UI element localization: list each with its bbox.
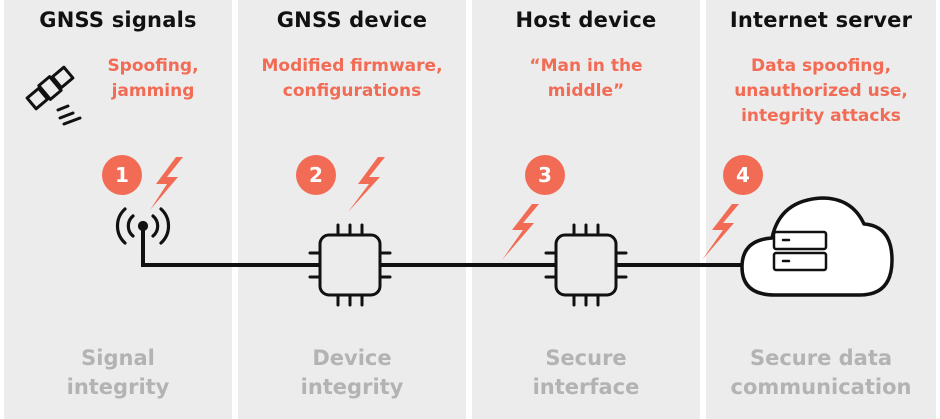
- footer-label: Signal integrity: [66, 346, 170, 399]
- column-title: Host device: [515, 8, 657, 32]
- lightning-icon: [702, 204, 739, 260]
- column-host-device: Host device “Man in the middle” Secure i…: [472, 0, 700, 419]
- step-badge-4: 4: [723, 155, 763, 195]
- step-badge-1: 1: [102, 155, 142, 195]
- antenna-icon: [115, 207, 171, 264]
- threat-label: Data spoofing, unauthorized use, integri…: [734, 56, 908, 126]
- column-gnss-signals: GNSS signals Spoofing, jamming Signal in…: [4, 0, 232, 419]
- lightning-icon: [348, 157, 385, 212]
- column-title: GNSS device: [276, 8, 428, 32]
- cloud-server-icon: [740, 196, 894, 297]
- lightning-icon: [502, 204, 539, 260]
- footer-label: Device integrity: [300, 346, 404, 399]
- column-title: GNSS signals: [39, 8, 197, 32]
- threat-label: Modified firmware, configurations: [261, 56, 443, 101]
- column-title: Internet server: [729, 8, 913, 32]
- step-badge-2: 2: [296, 155, 336, 195]
- satellite-icon: [25, 65, 82, 126]
- lightning-icon: [150, 157, 183, 210]
- threat-label: “Man in the middle”: [529, 56, 643, 101]
- chip-icon: [308, 223, 392, 307]
- footer-label: Secure interface: [532, 346, 640, 399]
- footer-label: Secure data communication: [730, 346, 912, 399]
- connection-line: [141, 230, 756, 267]
- column-gnss-device: GNSS device Modified firmware, configura…: [238, 0, 466, 419]
- step-badge-3: 3: [525, 155, 565, 195]
- chip-icon: [544, 223, 628, 307]
- threat-label: Spoofing, jamming: [107, 56, 199, 101]
